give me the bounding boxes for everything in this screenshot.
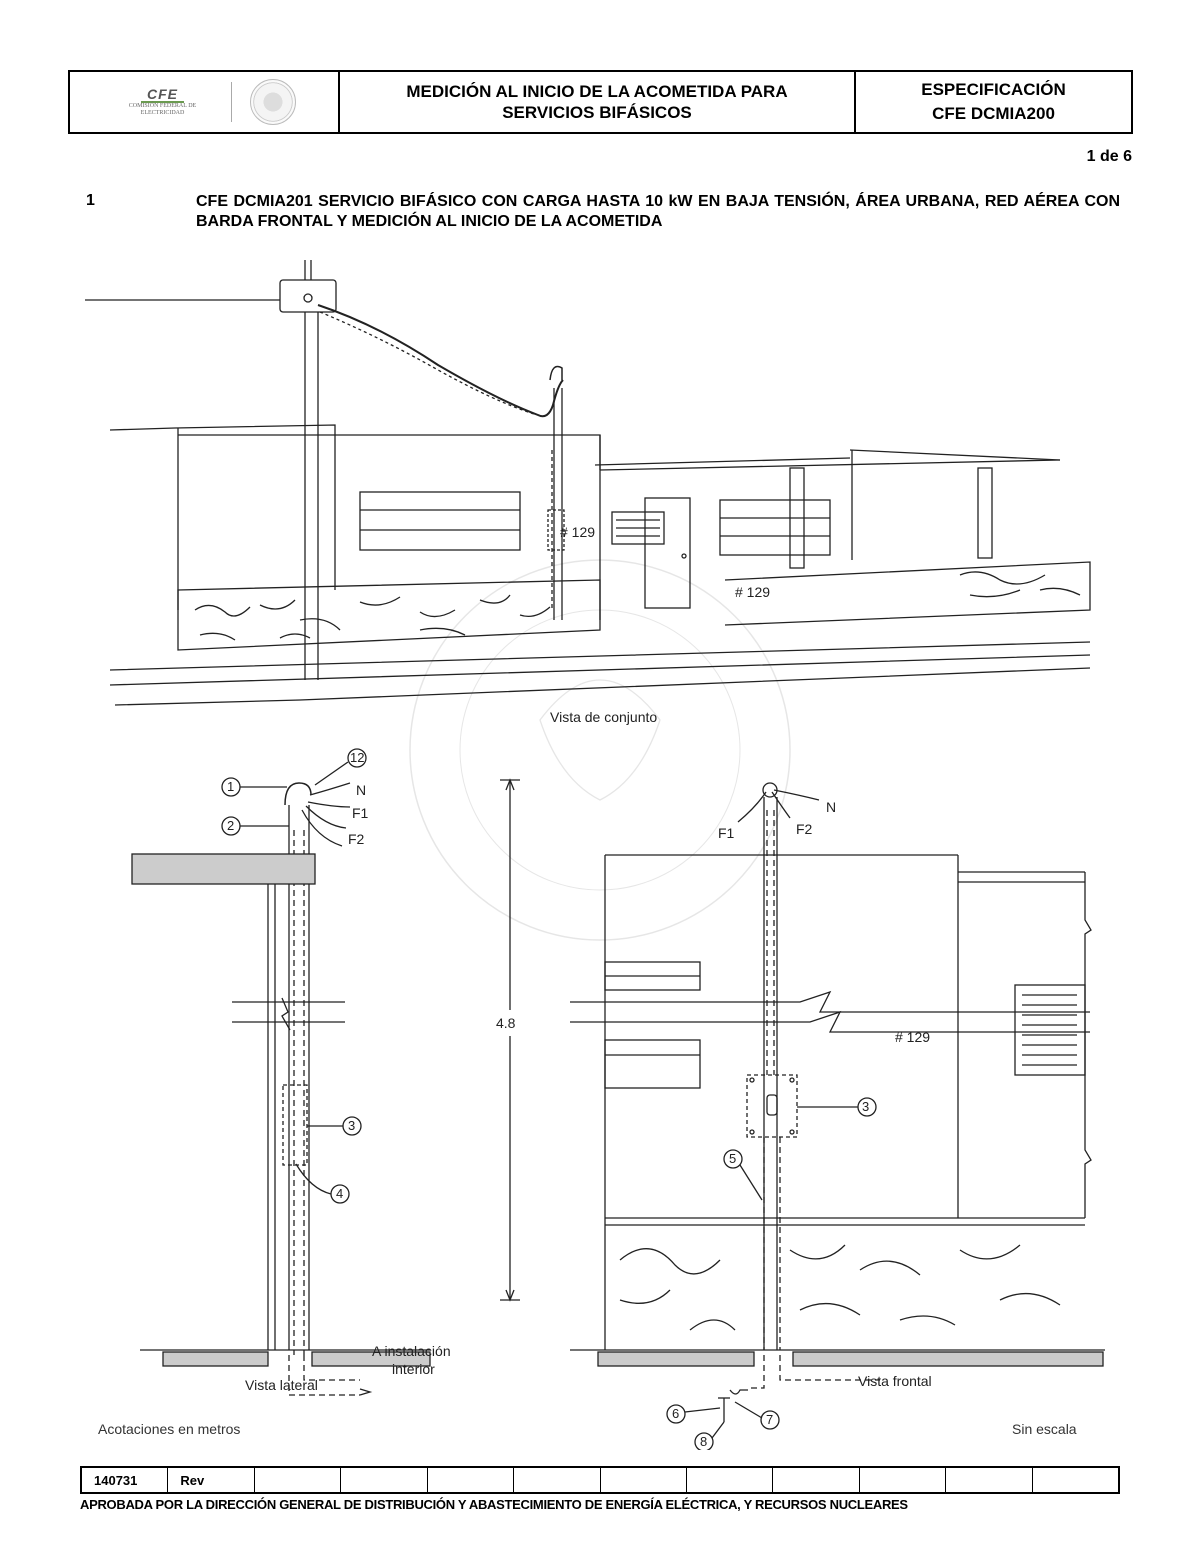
wire-label-n: N — [356, 782, 366, 798]
house-number-1: # 129 — [560, 524, 595, 540]
cfe-logo-subtitle: COMISIÓN FEDERAL DE ELECTRICIDAD — [128, 103, 197, 116]
callout-8: 8 — [700, 1434, 707, 1449]
front-wire-label-n: N — [826, 799, 836, 815]
wire-label-f1: F1 — [352, 805, 369, 821]
specification-id: ESPECIFICACIÓN CFE DCMIA200 — [856, 72, 1131, 132]
section-number: 1 — [86, 192, 95, 209]
revision-table: 140731 Rev — [80, 1466, 1120, 1494]
approval-statement: APROBADA POR LA DIRECCIÓN GENERAL DE DIS… — [80, 1497, 908, 1512]
callout-4: 4 — [336, 1186, 343, 1201]
to-interior-line-1: A instalación — [372, 1343, 451, 1359]
front-door — [644, 497, 691, 609]
scale-note: Sin escala — [1012, 1421, 1077, 1437]
callout-3-side: 3 — [348, 1118, 355, 1133]
revision-cell — [773, 1468, 860, 1492]
revision-cell — [601, 1468, 687, 1492]
revision-cell — [687, 1468, 774, 1492]
to-interior-line-2: interior — [392, 1361, 435, 1377]
technical-drawing: # 129 # 129 Vista de conjunto — [85, 260, 1105, 1450]
logo-divider — [230, 82, 232, 122]
callout-6: 6 — [672, 1406, 679, 1421]
logo-cell: CFE COMISIÓN FEDERAL DE ELECTRICIDAD — [70, 72, 340, 132]
callout-2: 2 — [227, 818, 234, 833]
document-title: MEDICIÓN AL INICIO DE LA ACOMETIDA PARA … — [340, 72, 856, 132]
front-wire-label-f2: F2 — [796, 821, 813, 837]
callout-12: 12 — [350, 750, 364, 765]
view-side-label: Vista lateral — [245, 1377, 318, 1393]
callout-3-front: 3 — [862, 1099, 869, 1114]
cfe-logo-text: CFE — [141, 87, 184, 103]
revision-cell — [428, 1468, 515, 1492]
revision-cell — [860, 1468, 947, 1492]
revision-cell — [946, 1468, 1033, 1492]
revision-cell — [1033, 1468, 1118, 1492]
front-view: 3 5 6 7 8 F1 F2 N # 129 Vista frontal — [570, 782, 1105, 1450]
view-overall-label: Vista de conjunto — [550, 709, 657, 725]
callout-7: 7 — [766, 1412, 773, 1427]
view-front-label: Vista frontal — [858, 1373, 932, 1389]
front-wire-label-f1: F1 — [718, 825, 735, 841]
national-seal-icon — [249, 79, 296, 125]
revision-label: Rev — [168, 1468, 255, 1492]
house-number-2: # 129 — [735, 584, 770, 600]
page-number: 1 de 6 — [1086, 148, 1132, 165]
wire-label-f2: F2 — [348, 831, 365, 847]
dimension-value: 4.8 — [496, 1015, 516, 1031]
spec-code: CFE DCMIA200 — [932, 104, 1055, 123]
section-title: CFE DCMIA201 SERVICIO BIFÁSICO CON CARGA… — [196, 193, 1120, 230]
title-line-1: MEDICIÓN AL INICIO DE LA ACOMETIDA PARA — [406, 82, 788, 101]
overall-view: # 129 # 129 Vista de conjunto — [85, 260, 1091, 725]
revision-cell — [341, 1468, 428, 1492]
house-number-front: # 129 — [895, 1029, 930, 1045]
callout-5: 5 — [729, 1151, 736, 1166]
title-line-2: SERVICIOS BIFÁSICOS — [502, 103, 692, 122]
document-header: CFE COMISIÓN FEDERAL DE ELECTRICIDAD MED… — [68, 70, 1133, 134]
spec-label: ESPECIFICACIÓN — [921, 80, 1066, 99]
revision-cell — [255, 1468, 342, 1492]
dimension-line: 4.8 — [496, 778, 520, 1302]
side-view: 1 2 12 3 4 N F1 F2 A instalación interio… — [131, 748, 451, 1396]
callout-1: 1 — [227, 779, 234, 794]
revision-date: 140731 — [82, 1468, 169, 1492]
meter-base-side — [282, 1084, 308, 1166]
units-note: Acotaciones en metros — [98, 1421, 241, 1437]
weatherhead — [284, 782, 312, 806]
revision-cell — [514, 1468, 601, 1492]
service-drop-cable — [317, 304, 564, 418]
transformer-box — [279, 279, 337, 313]
meter-base-front — [746, 1074, 798, 1138]
cfe-logo: CFE COMISIÓN FEDERAL DE ELECTRICIDAD — [113, 87, 213, 117]
